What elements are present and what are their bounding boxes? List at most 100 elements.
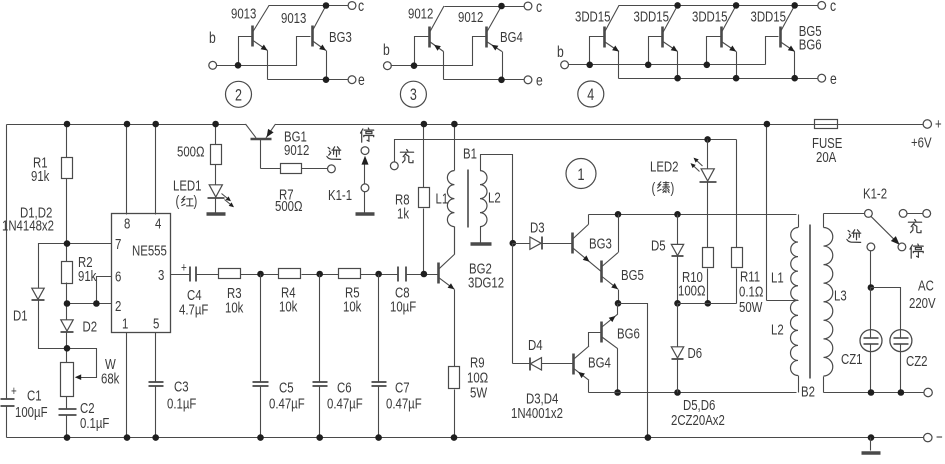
svg-text:91k: 91k	[31, 167, 50, 184]
svg-text:R7: R7	[279, 186, 294, 203]
svg-text:5: 5	[153, 315, 159, 332]
svg-text:BG4: BG4	[588, 354, 611, 371]
svg-text:0.1µF: 0.1µF	[80, 414, 109, 431]
svg-text:4: 4	[587, 86, 594, 104]
svg-text:C6: C6	[337, 379, 352, 396]
svg-text:0.1Ω: 0.1Ω	[739, 283, 763, 300]
svg-text:LED1: LED1	[173, 177, 202, 194]
svg-text:10k: 10k	[225, 299, 244, 316]
svg-text:): )	[194, 192, 198, 209]
svg-text:FUSE: FUSE	[812, 134, 842, 151]
svg-text:1k: 1k	[397, 205, 409, 222]
svg-text:220V: 220V	[909, 294, 936, 311]
svg-text:3DD15: 3DD15	[634, 8, 669, 25]
svg-text:LED2: LED2	[650, 158, 679, 175]
svg-text:9012: 9012	[458, 8, 483, 25]
svg-text:1N4148x2: 1N4148x2	[2, 217, 54, 234]
svg-text:C1: C1	[27, 387, 42, 404]
svg-text:D5,D6: D5,D6	[683, 396, 715, 413]
svg-text:D6: D6	[688, 344, 703, 361]
svg-text:B1: B1	[463, 145, 477, 162]
svg-text:500Ω: 500Ω	[177, 143, 205, 160]
svg-text:6: 6	[115, 268, 121, 285]
svg-text:C4: C4	[187, 286, 202, 303]
svg-text:L2: L2	[771, 321, 784, 338]
svg-text:10Ω: 10Ω	[467, 369, 488, 386]
svg-text:BG1: BG1	[284, 128, 307, 145]
svg-text:R8: R8	[395, 191, 410, 208]
svg-text:3DD15: 3DD15	[751, 8, 786, 25]
svg-text:C2: C2	[80, 399, 95, 416]
svg-text:5W: 5W	[470, 384, 487, 401]
svg-text:L3: L3	[834, 287, 847, 304]
svg-text:AC: AC	[918, 277, 934, 294]
svg-text:0.47µF: 0.47µF	[327, 395, 363, 412]
svg-text:b: b	[557, 43, 564, 61]
svg-text:b: b	[209, 29, 216, 47]
svg-text:3DG12: 3DG12	[468, 274, 504, 291]
svg-text:BG3: BG3	[589, 235, 612, 252]
svg-text:K1-2: K1-2	[863, 185, 887, 202]
svg-text:b: b	[383, 41, 390, 59]
svg-text:CZ1: CZ1	[841, 350, 863, 367]
svg-text:4.7µF: 4.7µF	[179, 301, 208, 318]
svg-text:500Ω: 500Ω	[275, 197, 303, 214]
svg-text:BG2: BG2	[469, 260, 492, 277]
svg-text:W: W	[105, 355, 116, 372]
svg-text:C3: C3	[174, 378, 189, 395]
svg-text:BG5: BG5	[621, 266, 644, 283]
svg-text:R9: R9	[470, 354, 485, 371]
svg-text:BG4: BG4	[500, 28, 523, 45]
svg-text:7: 7	[115, 235, 121, 252]
svg-text:(: (	[652, 179, 656, 196]
svg-text:100µF: 100µF	[15, 403, 48, 420]
svg-text:c: c	[830, 0, 836, 16]
svg-text:R11: R11	[740, 268, 760, 285]
svg-text:9012: 9012	[408, 5, 433, 22]
svg-text:9013: 9013	[231, 5, 256, 22]
svg-text:e: e	[536, 72, 543, 90]
svg-text:D2: D2	[83, 318, 98, 335]
svg-text:D4: D4	[528, 336, 543, 353]
svg-text:c: c	[536, 0, 542, 17]
svg-text:1: 1	[122, 315, 128, 332]
svg-text:9013: 9013	[281, 9, 306, 26]
svg-text:c: c	[358, 0, 364, 16]
svg-text:L1: L1	[771, 269, 784, 286]
svg-text:+: +	[181, 261, 187, 275]
svg-text:R10: R10	[682, 268, 703, 285]
svg-text:4: 4	[155, 215, 162, 232]
svg-text:68k: 68k	[101, 370, 120, 387]
svg-text:D3: D3	[530, 219, 545, 236]
svg-text:0.47µF: 0.47µF	[386, 395, 422, 412]
svg-text:C5: C5	[279, 379, 294, 396]
svg-text:D1,D2: D1,D2	[20, 204, 52, 221]
svg-text:10µF: 10µF	[390, 298, 416, 315]
svg-text:BG6: BG6	[617, 325, 640, 342]
svg-text:−: −	[936, 428, 943, 445]
svg-text:3DD15: 3DD15	[692, 8, 727, 25]
svg-text:2: 2	[115, 297, 121, 314]
svg-text:1: 1	[577, 165, 584, 184]
svg-text:91k: 91k	[78, 267, 97, 284]
svg-text:10k: 10k	[343, 298, 362, 315]
svg-text:10k: 10k	[279, 298, 298, 315]
svg-text:R4: R4	[281, 284, 296, 301]
svg-text:): )	[671, 179, 675, 196]
svg-text:D3,D4: D3,D4	[526, 390, 559, 407]
svg-text:CZ2: CZ2	[906, 352, 928, 369]
svg-text:R5: R5	[345, 284, 360, 301]
svg-text:K1-1: K1-1	[328, 186, 352, 203]
svg-text:0.47µF: 0.47µF	[269, 395, 305, 412]
svg-text:B2: B2	[801, 383, 815, 400]
svg-text:3DD15: 3DD15	[575, 8, 610, 25]
svg-text:R1: R1	[33, 154, 48, 171]
svg-text:9012: 9012	[284, 141, 309, 158]
svg-text:C8: C8	[395, 284, 410, 301]
svg-text:D1: D1	[13, 307, 28, 324]
svg-text:+: +	[935, 115, 942, 132]
svg-text:D5: D5	[651, 237, 666, 254]
svg-text:(: (	[176, 192, 180, 209]
svg-text:1N4001x2: 1N4001x2	[511, 404, 563, 421]
svg-text:BG6: BG6	[799, 36, 822, 53]
